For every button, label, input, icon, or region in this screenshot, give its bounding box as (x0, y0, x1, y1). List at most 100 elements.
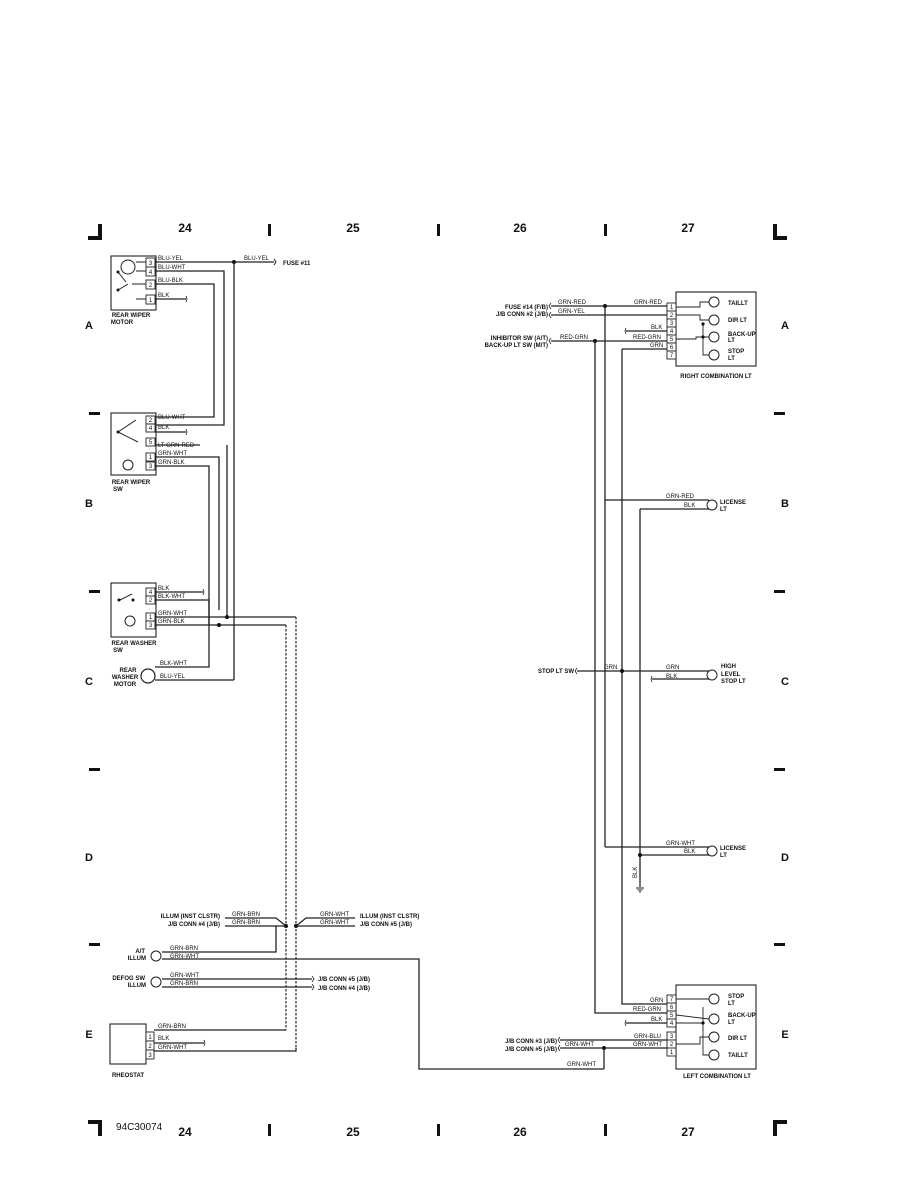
column-label-25: 25 (346, 221, 360, 235)
svg-text:LT: LT (720, 853, 727, 859)
left-combination-lt-label: LEFT COMBINATION LT (683, 1074, 751, 1080)
svg-text:TAILLT: TAILLT (728, 301, 748, 307)
svg-text:1: 1 (149, 298, 153, 304)
svg-text:SW: SW (113, 648, 123, 654)
svg-text:GRN: GRN (666, 665, 679, 671)
rear-washer-motor: REAR WASHER MOTOR BLK-WHT BLU-YEL (112, 661, 234, 688)
rheostat: 1 2 3 RHEOSTAT GRN-BRN BLK GRN-WHT (109, 1023, 297, 1079)
svg-text:SW: SW (113, 487, 123, 493)
rear-wiper-motor-label: REAR WIPER (112, 313, 151, 319)
svg-text:3: 3 (148, 1053, 152, 1059)
frame-marks (88, 224, 787, 1136)
svg-text:STOP LT: STOP LT (721, 679, 746, 685)
column-label-27: 27 (681, 221, 695, 235)
high-level-stop-lt-label: HIGH (721, 664, 736, 670)
svg-text:BLK: BLK (158, 425, 169, 431)
svg-text:5: 5 (670, 1013, 674, 1019)
fuse-14-label: FUSE #14 (F/B) (505, 305, 548, 311)
rear-washer-sw-wires: BLK BLK-WHT GRN-WHT GRN-BLK (155, 445, 297, 1048)
svg-text:4: 4 (670, 1021, 674, 1027)
svg-text:1: 1 (148, 1035, 152, 1041)
svg-text:BLK: BLK (158, 293, 169, 299)
svg-text:LEVEL: LEVEL (721, 672, 741, 678)
svg-text:BLU-YEL: BLU-YEL (160, 674, 186, 680)
svg-text:2: 2 (149, 418, 153, 424)
svg-text:RED-GRN: RED-GRN (633, 335, 661, 341)
svg-text:GRN-WHT: GRN-WHT (320, 920, 349, 926)
column-labels: 24 25 26 27 24 25 26 27 (178, 221, 695, 1139)
rear-washer-sw: 4 2 1 3 REAR WASHER SW (110, 582, 157, 654)
left-combination-lt: 7 6 5 4 3 2 1 STOP LT BACK-UP LT DIR LT … (666, 984, 757, 1080)
svg-text:LT: LT (728, 1001, 735, 1007)
svg-text:GRN-YEL: GRN-YEL (558, 309, 585, 315)
illum-inst-clstr-left: ILLUM (INST CLSTR) (161, 914, 220, 920)
license-lt-b: LICENSE LT GRN-RED BLK (639, 494, 746, 887)
svg-text:BACK-UP: BACK-UP (728, 332, 756, 338)
svg-text:STOP: STOP (728, 349, 744, 355)
svg-text:1: 1 (149, 455, 153, 461)
svg-text:BACK-UP: BACK-UP (728, 1013, 756, 1019)
svg-text:GRN: GRN (650, 998, 663, 1004)
svg-text:BLU-YEL: BLU-YEL (158, 256, 184, 262)
rear-wiper-sw-label: REAR WIPER (112, 480, 151, 486)
fuse-11-label: FUSE #11 (283, 261, 311, 267)
rear-wiper-sw-wires: BLU-WHT BLK LT GRN-RED GRN-WHT GRN-BLK (155, 415, 220, 625)
svg-text:GRN-BRN: GRN-BRN (232, 920, 260, 926)
svg-text:GRN-RED: GRN-RED (666, 494, 695, 500)
column-label-27-bottom: 27 (681, 1125, 695, 1139)
svg-text:3: 3 (149, 261, 153, 267)
right-combination-lt-wires: FUSE #14 (F/B) J/B CONN #2 (J/B) GRN-RED… (485, 300, 709, 1014)
svg-text:DIR LT: DIR LT (728, 318, 747, 324)
svg-text:GRN-BLK: GRN-BLK (158, 460, 185, 466)
svg-text:RED-GRN: RED-GRN (633, 1007, 661, 1013)
svg-text:ILLUM: ILLUM (128, 956, 146, 962)
svg-text:BLK: BLK (651, 1017, 662, 1023)
svg-text:GRN-WHT: GRN-WHT (158, 1045, 187, 1051)
rear-washer-motor-label: REAR (119, 668, 137, 674)
row-label-a-right: A (781, 320, 789, 332)
row-label-c: C (85, 676, 93, 688)
svg-text:BLK: BLK (633, 867, 639, 878)
svg-text:BLK: BLK (158, 1036, 169, 1042)
jb-conn-5-defog: J/B CONN #5 (J/B) (318, 977, 370, 983)
column-label-24: 24 (178, 221, 192, 235)
jb-conn-2-label: J/B CONN #2 (J/B) (496, 312, 548, 318)
svg-text:MOTOR: MOTOR (114, 682, 137, 688)
row-label-d: D (85, 852, 93, 864)
svg-text:3: 3 (670, 1034, 674, 1040)
svg-text:GRN: GRN (650, 343, 663, 349)
svg-text:3: 3 (149, 623, 153, 629)
stop-lt-sw-label: STOP LT SW (538, 669, 574, 675)
svg-text:BLU-BLK: BLU-BLK (158, 278, 183, 284)
svg-text:RED-GRN: RED-GRN (560, 335, 588, 341)
svg-text:GRN: GRN (604, 665, 617, 671)
row-label-a: A (85, 320, 93, 332)
svg-text:BLK: BLK (651, 325, 662, 331)
svg-text:1: 1 (149, 615, 153, 621)
svg-text:GRN-BRN: GRN-BRN (170, 946, 198, 952)
svg-text:GRN-BRN: GRN-BRN (170, 981, 198, 987)
row-label-c-right: C (781, 676, 789, 688)
rear-wiper-motor-wires: BLU-YEL BLU-YEL FUSE #11 BLU-WHT BLU-BLK… (155, 256, 311, 680)
row-label-e: E (85, 1029, 92, 1041)
svg-text:GRN-WHT: GRN-WHT (170, 954, 199, 960)
svg-text:1: 1 (670, 1050, 674, 1056)
svg-text:GRN-WHT: GRN-WHT (320, 912, 349, 918)
svg-text:LT GRN-RED: LT GRN-RED (158, 443, 195, 449)
svg-text:2: 2 (149, 283, 153, 289)
svg-text:GRN-BRN: GRN-BRN (232, 912, 260, 918)
svg-text:2: 2 (149, 598, 153, 604)
right-combination-lt: 1 2 3 4 5 6 7 TAILLT DIR LT BACK-UP LT S… (666, 291, 757, 380)
svg-text:2: 2 (670, 313, 674, 319)
svg-text:LT: LT (728, 338, 735, 344)
jb-conn-4-left: J/B CONN #4 (J/B) (168, 922, 220, 928)
svg-text:6: 6 (670, 1005, 674, 1011)
svg-text:WASHER: WASHER (112, 675, 139, 681)
svg-text:4: 4 (670, 329, 674, 335)
at-illum-label: A/T (135, 949, 145, 955)
svg-text:5: 5 (670, 337, 674, 343)
svg-text:DIR LT: DIR LT (728, 1036, 747, 1042)
svg-text:1: 1 (670, 305, 674, 311)
svg-text:4: 4 (149, 590, 153, 596)
svg-text:BLK: BLK (158, 586, 169, 592)
